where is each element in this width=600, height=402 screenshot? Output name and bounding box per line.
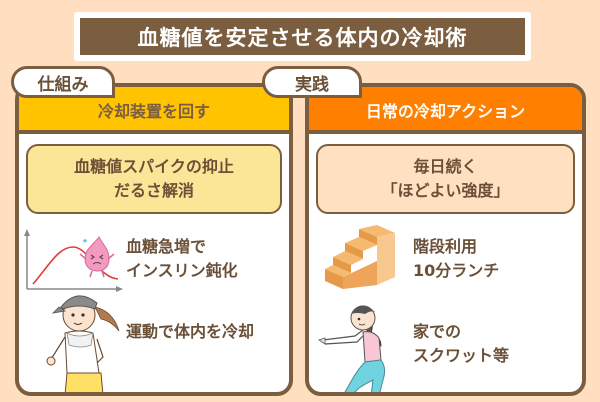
blood-sugar-graph-icon: [24, 229, 123, 292]
practice-panel: 日常の冷却アクション 毎日続く 「ほどよい強度」 階段利用 10分ランチ 家での…: [305, 83, 586, 396]
item-line: 運動で体内を冷却: [126, 322, 255, 341]
item-line: 10分ランチ: [413, 261, 500, 280]
mechanism-item-exercise: 運動で体内を冷却: [126, 320, 254, 344]
mechanism-summary: 血糖値スパイクの抑止 だるさ解消: [26, 144, 282, 214]
jogging-person-icon: [46, 295, 120, 392]
title-banner: 血糖値を安定させる体内の冷却術: [74, 12, 531, 61]
practice-item-stairs: 階段利用 10分ランチ: [413, 235, 499, 283]
practice-tag: 実践: [262, 66, 362, 98]
practice-item-squat: 家での スクワット等: [413, 320, 509, 368]
mechanism-panel: 冷却装置を回す 血糖値スパイクの抑止 だるさ解消 血糖急増で インスリン鈍化: [15, 83, 293, 396]
item-line: 階段利用: [413, 237, 478, 256]
item-line: 血糖急増で: [126, 237, 207, 256]
summary-line: だるさ解消: [113, 181, 194, 200]
mechanism-item-insulin: 血糖急増で インスリン鈍化: [126, 235, 238, 283]
item-line: スクワット等: [413, 346, 510, 365]
stairs-icon: [325, 225, 395, 289]
item-line: 家での: [413, 322, 462, 341]
page-title: 血糖値を安定させる体内の冷却術: [80, 18, 525, 55]
summary-line: 毎日続く: [413, 157, 478, 176]
mechanism-tag: 仕組み: [11, 66, 115, 98]
summary-line: 血糖値スパイクの抑止: [74, 157, 234, 176]
item-line: インスリン鈍化: [126, 261, 238, 280]
squat-person-icon: [318, 305, 386, 392]
summary-line: 「ほどよい強度」: [381, 181, 510, 200]
practice-summary: 毎日続く 「ほどよい強度」: [316, 144, 575, 214]
